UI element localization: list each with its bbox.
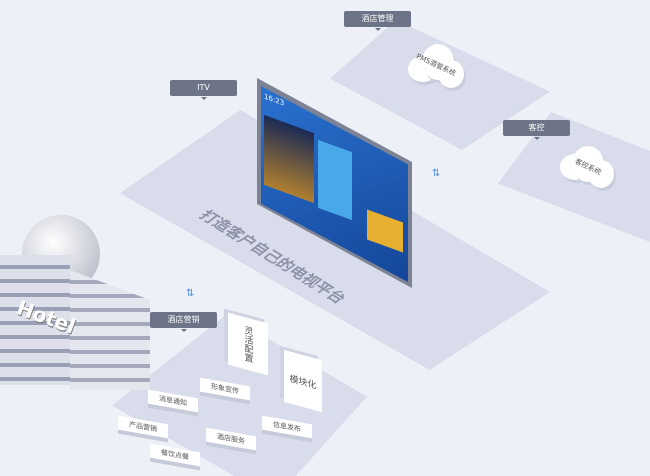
room-control-cloud-icon: 客控系统 bbox=[560, 146, 616, 188]
tv-promo-card bbox=[318, 139, 352, 221]
tag-room-control: 客控 bbox=[503, 120, 570, 140]
tag-itv: ITV bbox=[170, 80, 237, 100]
panel-modular: 模块化 bbox=[284, 349, 322, 413]
tv-notice-card bbox=[367, 209, 403, 253]
tag-hotel-marketing: 酒店营销 bbox=[150, 312, 217, 332]
pms-cloud-icon: PMS酒管系统 bbox=[408, 44, 464, 88]
hotel-building: Hotel bbox=[0, 215, 150, 395]
sync-arrows-icon: ⇅ bbox=[186, 288, 195, 299]
sync-arrows-icon: ⇅ bbox=[432, 168, 441, 179]
tag-hotel-management: 酒店管理 bbox=[344, 11, 411, 31]
panel-flexible-config: 灵活配置 bbox=[228, 312, 268, 376]
tv-hotel-photo bbox=[264, 114, 314, 204]
